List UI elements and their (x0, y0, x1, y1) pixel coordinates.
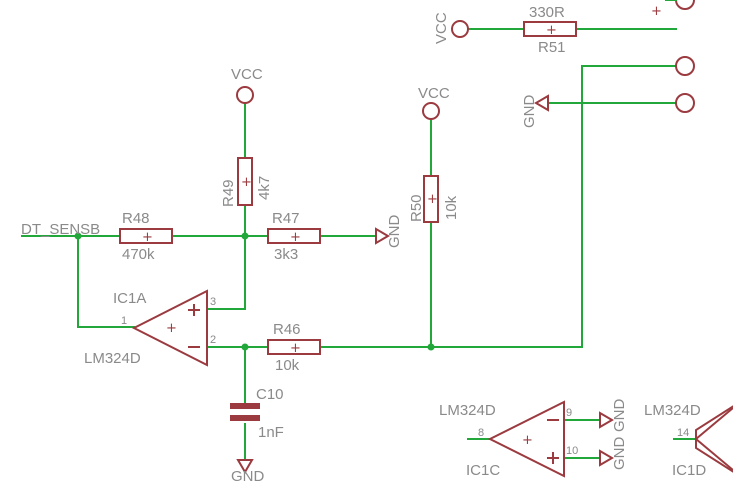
gnd-ic1c-b-label: GND (611, 437, 628, 471)
connector-pin-1 (675, 0, 695, 10)
ic1c-part: LM324D (439, 402, 496, 419)
ic1c-pin-plus: 10 (566, 445, 578, 457)
connector-pin-3 (675, 93, 695, 113)
r47-name: R47 (272, 210, 300, 227)
r51-plus: + (546, 23, 557, 38)
vcc-r50: VCC (418, 85, 450, 120)
junctions (74, 232, 435, 351)
junction-signal (74, 232, 82, 240)
gnd-connector-label: GND (521, 95, 538, 129)
gnd-c10-label: GND (231, 468, 265, 485)
junction-r50 (427, 343, 435, 351)
resistor-r46: + R46 10k (267, 321, 321, 374)
ic1c-pin-minus: 9 (566, 407, 572, 419)
c10-value: 1nF (258, 424, 284, 441)
connector-pin-2 (675, 56, 695, 76)
r48-name: R48 (122, 210, 150, 227)
r49-name: R49 (220, 179, 237, 207)
r46-name: R46 (273, 321, 301, 338)
opamp-ic1a: + 1 3 2 IC1A LM324D (84, 289, 216, 367)
ic1c-name: IC1C (466, 462, 500, 479)
r48-plus: + (142, 230, 153, 245)
opamp-ic1d: 14 LM324D IC1D (644, 402, 733, 479)
ic1a-name: IC1A (113, 290, 146, 307)
capacitor-c10: C10 1nF (230, 386, 284, 441)
ic1c-center-plus: + (522, 433, 533, 448)
ic1a-center-plus: + (166, 321, 177, 336)
ic1d-name: IC1D (672, 462, 706, 479)
r51-value: 330R (529, 4, 565, 21)
gnd-r47: GND (375, 215, 403, 249)
gnd-connector: GND (521, 94, 549, 129)
connector-plus-mark: + (651, 4, 662, 19)
r46-value: 10k (275, 357, 300, 374)
c10-name: C10 (256, 386, 284, 403)
gnd-c10: GND (231, 459, 265, 485)
ic1a-pin-out: 1 (121, 315, 127, 327)
junction-r49 (241, 232, 249, 240)
ic1d-part: LM324D (644, 402, 701, 419)
vcc-top: VCC (433, 12, 469, 44)
ic1a-part: LM324D (84, 350, 141, 367)
r50-plus: + (427, 192, 438, 207)
vcc-r49-label: VCC (231, 66, 263, 83)
r49-value: 4k7 (256, 176, 273, 200)
ic1d-pin-out: 14 (677, 427, 689, 439)
opamp-ic1c: + 8 9 10 LM324D IC1C GND GND (439, 399, 628, 480)
resistor-r49: + R49 4k7 (220, 157, 273, 207)
vcc-r50-label: VCC (418, 85, 450, 102)
vcc-r49: VCC (231, 66, 263, 104)
ic1a-pin-plus: 3 (210, 296, 216, 308)
r48-value: 470k (122, 246, 155, 263)
r51-name: R51 (538, 39, 566, 56)
resistor-r48: + R48 470k (119, 210, 173, 263)
ic1c-pin-out: 8 (478, 427, 484, 439)
signal-label: DT_SENSB (21, 221, 100, 238)
vcc-top-label: VCC (433, 12, 450, 44)
r50-name: R50 (408, 194, 425, 222)
gnd-ic1c-a-label: GND (611, 399, 628, 433)
r50-value: 10k (443, 195, 460, 220)
ic1a-pin-minus: 2 (210, 334, 216, 346)
connector: + (651, 0, 695, 113)
resistor-r51: + 330R R51 (523, 4, 577, 56)
gnd-r47-label: GND (386, 215, 403, 249)
resistor-r50: + R50 10k (408, 175, 460, 223)
r46-plus: + (290, 341, 301, 356)
resistor-r47: + R47 3k3 (267, 210, 321, 263)
r47-value: 3k3 (274, 246, 298, 263)
r47-plus: + (290, 230, 301, 245)
junction-c10 (241, 343, 249, 351)
wires (21, 28, 677, 461)
r49-plus: + (241, 175, 252, 190)
